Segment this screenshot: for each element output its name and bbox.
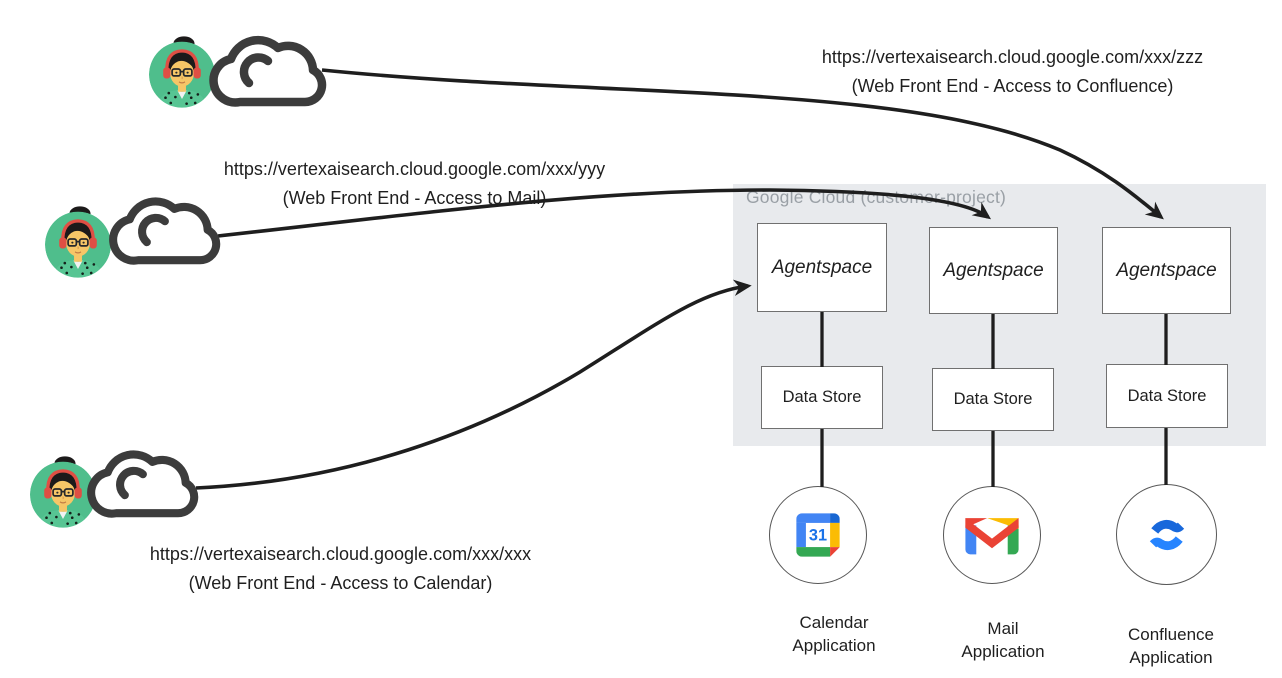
app-label-line1: Mail xyxy=(987,619,1019,638)
calendar-app-circle: 31 xyxy=(769,486,867,584)
user-avatar-icon xyxy=(45,206,111,279)
agentspace-box-calendar: Agentspace xyxy=(757,223,887,312)
app-label-line1: Confluence xyxy=(1127,625,1214,644)
data-store-box-confluence: Data Store xyxy=(1106,364,1228,428)
user-avatar-icon xyxy=(149,36,215,109)
data-store-label: Data Store xyxy=(1127,386,1207,405)
mail-app-label: Mail Application xyxy=(903,617,1103,663)
agentspace-label: Agentspace xyxy=(1116,259,1217,281)
user-top xyxy=(149,36,322,109)
calendar-day-number: 31 xyxy=(809,526,827,544)
agentspace-label: Agentspace xyxy=(943,259,1044,281)
cloud-icon xyxy=(91,454,194,513)
arrow-user-bottom-to-agentspace-calendar xyxy=(195,279,752,490)
access-url-calendar: https://vertexaisearch.cloud.google.com/… xyxy=(149,544,532,564)
gmail-icon xyxy=(965,518,1019,555)
user-middle xyxy=(45,201,216,278)
mail-app-circle xyxy=(943,486,1041,584)
agentspace-box-mail: Agentspace xyxy=(929,227,1058,314)
data-store-box-calendar: Data Store xyxy=(761,366,883,429)
access-link-confluence: https://vertexaisearch.cloud.google.com/… xyxy=(770,43,1255,101)
google-calendar-icon: 31 xyxy=(796,513,840,557)
access-caption-confluence: (Web Front End - Access to Confluence) xyxy=(851,76,1174,96)
agentspace-box-confluence: Agentspace xyxy=(1102,227,1231,314)
access-link-calendar: https://vertexaisearch.cloud.google.com/… xyxy=(98,540,583,598)
app-label-line2: Application xyxy=(961,642,1045,661)
user-avatar-icon xyxy=(30,456,96,529)
confluence-icon xyxy=(1149,519,1184,550)
app-label-line2: Application xyxy=(792,636,876,655)
confluence-app-circle xyxy=(1116,484,1217,585)
access-url-confluence: https://vertexaisearch.cloud.google.com/… xyxy=(821,47,1204,67)
access-caption-mail: (Web Front End - Access to Mail) xyxy=(282,188,547,208)
data-store-label: Data Store xyxy=(953,390,1033,408)
agentspace-label: Agentspace xyxy=(771,256,873,278)
user-bottom xyxy=(30,454,194,528)
calendar-app-label: Calendar Application xyxy=(734,611,934,657)
cloud-icon xyxy=(214,40,322,102)
access-url-mail: https://vertexaisearch.cloud.google.com/… xyxy=(223,159,606,179)
access-caption-calendar: (Web Front End - Access to Calendar) xyxy=(188,573,493,593)
confluence-app-label: Confluence Application xyxy=(1071,623,1271,669)
google-cloud-label: Google Cloud (customer-project) xyxy=(746,187,1007,207)
app-label-line1: Calendar xyxy=(799,613,869,632)
app-label-line2: Application xyxy=(1129,648,1213,667)
data-store-box-mail: Data Store xyxy=(932,368,1054,431)
data-store-label: Data Store xyxy=(782,388,862,406)
access-link-mail: https://vertexaisearch.cloud.google.com/… xyxy=(172,155,657,213)
